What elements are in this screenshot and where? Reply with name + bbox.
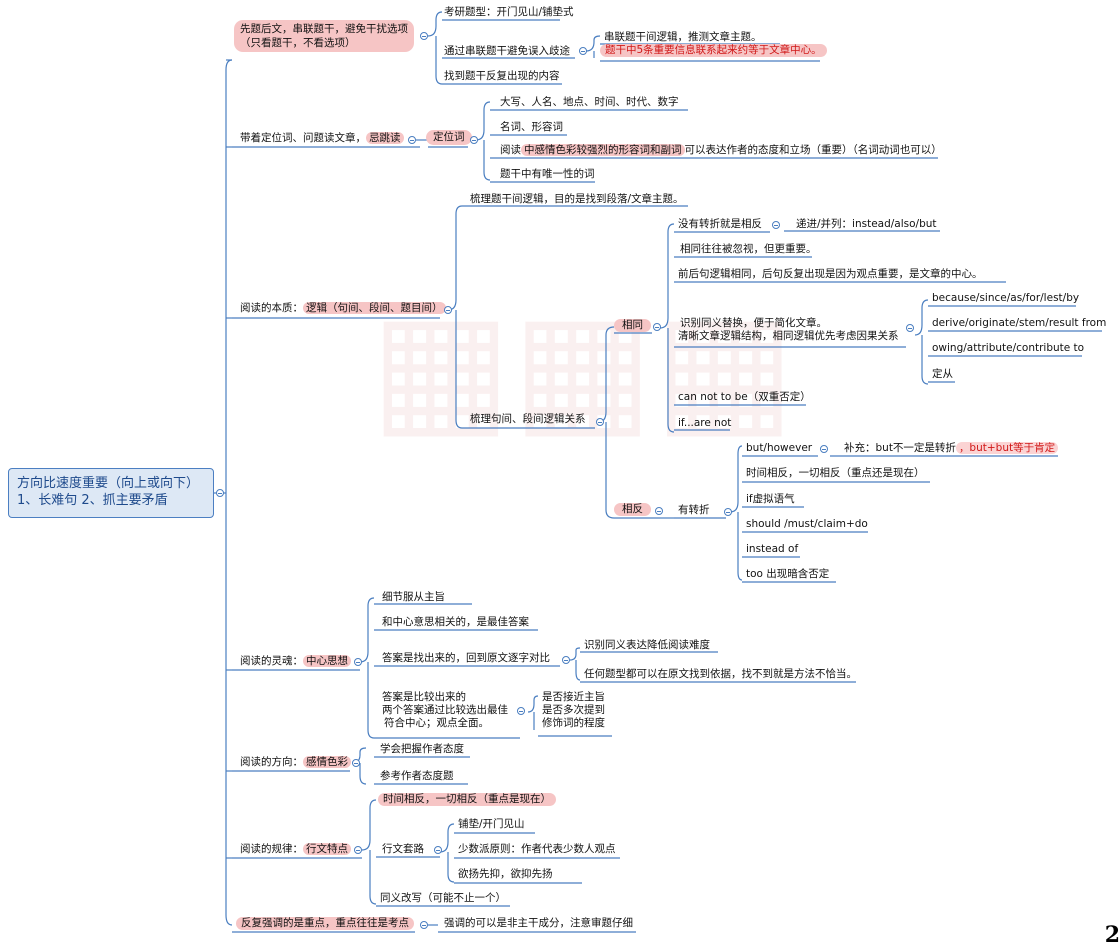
list-item: 少数派原则：作者代表少数人观点 [458, 843, 616, 855]
collapse-toggle-icon[interactable] [517, 707, 525, 715]
branch-title-emphasis[interactable]: 反复强调的是重点，重点往往是考点 [236, 917, 414, 930]
list-item: 学会把握作者态度 [380, 743, 464, 755]
list-item: if虚拟语气 [746, 493, 795, 505]
sub-item: 串联题干间逻辑，推测文章主题。 [604, 31, 762, 43]
collapse-toggle-icon[interactable] [434, 846, 442, 854]
collapse-toggle-icon[interactable] [354, 846, 362, 854]
list-item: 铺垫/开门见山 [458, 818, 525, 830]
keyword-node[interactable]: 定位词 [426, 130, 472, 145]
collapse-toggle-icon[interactable] [354, 658, 362, 666]
list-item: 细节服从主旨 [382, 591, 445, 603]
collapse-toggle-icon[interactable] [444, 306, 452, 314]
collapse-toggle-icon[interactable] [470, 136, 478, 144]
branch-title-locate[interactable]: 带着定位词、问题读文章，忌跳读 [240, 132, 404, 145]
list-item: 相同往往被忽视，但更重要。 [680, 243, 817, 255]
root-subtitle: 1、长难句 2、抓主要矛盾 [17, 493, 168, 508]
note-item: 补充：but不一定是转折，but+but等于肯定 [844, 442, 1059, 455]
collapse-toggle-icon[interactable] [724, 508, 732, 516]
list-item: 答案是比较出来的 两个答案通过比较选出最佳 符合中心；观点全面。 [382, 691, 508, 729]
branch-title-logic[interactable]: 阅读的本质：逻辑（句间、段间、题目间） [240, 302, 446, 315]
list-item: 通过串联题干避免误入歧途 [444, 45, 570, 57]
root-title: 方向比速度重要（向上或向下） [17, 476, 200, 491]
turn-node[interactable]: 有转折 [678, 504, 710, 516]
collapse-toggle-icon[interactable] [579, 47, 587, 55]
branch-title-direction[interactable]: 阅读的方向：感情色彩 [240, 756, 351, 769]
list-item: 答案是找出来的，回到原文逐字对比 [382, 652, 550, 664]
branch-title-before-text[interactable]: 先题后文，串联题干，避免干扰选项 （只看题干，不看选项） [234, 20, 414, 52]
branch-title-soul[interactable]: 阅读的灵魂：中心思想 [240, 655, 351, 668]
list-item: 清晰文章逻辑结构，相同逻辑优先考虑因果关系 [678, 330, 899, 342]
collapse-toggle-icon[interactable] [820, 445, 828, 453]
list-item: 考研题型：开门见山/铺垫式 [444, 6, 574, 18]
list-item: 和中心意思相关的，是最佳答案 [382, 616, 529, 628]
collapse-toggle-icon[interactable] [352, 759, 360, 767]
list-item: can not to be（双重否定） [678, 391, 811, 403]
page-number: 2 [1104, 922, 1120, 948]
collapse-toggle-icon[interactable] [653, 323, 661, 331]
list-item: 没有转折就是相反 [678, 218, 762, 230]
list-item: but/however [746, 442, 813, 454]
note-item: 递进/并列：instead/also/but [796, 218, 937, 230]
list-item: 识别同义替换，便于简化文章。 [680, 317, 827, 329]
list-item: 任何题型都可以在原文找到依据，找不到就是方法不恰当。 [584, 668, 857, 680]
list-item: 前后句逻辑相同，后句反复出现是因为观点重要，是文章的中心。 [678, 268, 983, 280]
list-item: 欲扬先抑，欲抑先扬 [458, 868, 553, 880]
sub-item-highlight: 题干中5条重要信息联系起来约等于文章中心。 [600, 44, 827, 57]
list-item: too 出现暗含否定 [746, 568, 830, 580]
list-item: 定从 [932, 368, 953, 380]
list-item: should /must/claim+do [746, 518, 868, 530]
list-item: 大写、人名、地点、时间、时代、数字 [500, 96, 679, 108]
list-item: 识别同义表达降低阅读难度 [584, 639, 710, 651]
list-item: 行文套路 [382, 843, 424, 855]
same-node[interactable]: 相同 [614, 319, 651, 332]
list-item: 同义改写（可能不止一个） [380, 892, 506, 904]
list-item: 时间相反，一切相反（重点还是现在） [746, 467, 925, 479]
collapse-toggle-icon[interactable] [596, 418, 604, 426]
list-item: instead of [746, 543, 799, 555]
collapse-toggle-icon[interactable] [562, 656, 570, 664]
list-item: 强调的可以是非主干成分，注意审题仔细 [444, 917, 633, 929]
list-item: derive/originate/stem/result from [932, 317, 1107, 329]
list-item: 梳理句间、段间逻辑关系 [470, 413, 586, 425]
collapse-toggle-icon[interactable] [420, 32, 428, 40]
collapse-toggle-icon[interactable] [420, 921, 428, 929]
collapse-toggle-icon[interactable] [408, 136, 416, 144]
list-item: because/since/as/for/lest/by [932, 292, 1080, 304]
list-item: 梳理题干间逻辑，目的是找到段落/文章主题。 [470, 193, 684, 205]
list-item: 参考作者态度题 [380, 770, 454, 782]
collapse-toggle-icon[interactable] [906, 324, 914, 332]
root-node[interactable]: 方向比速度重要（向上或向下） 1、长难句 2、抓主要矛盾 [8, 468, 214, 518]
list-item: 名词、形容词 [500, 121, 563, 133]
branch-title-pattern[interactable]: 阅读的规律：行文特点 [240, 843, 351, 856]
list-item: 是否接近主旨 是否多次提到 修饰词的程度 [542, 691, 605, 729]
list-item-highlight: 时间相反，一切相反（重点是现在） [378, 793, 556, 806]
list-item: owing/attribute/contribute to [932, 342, 1085, 354]
list-item: 阅读中感情色彩较强烈的形容词和副词可以表达作者的态度和立场（重要）（名词动词也可… [500, 144, 942, 156]
list-item: if...are not [678, 417, 732, 429]
collapse-toggle-icon[interactable] [216, 489, 224, 497]
list-item: 找到题干反复出现的内容 [444, 70, 560, 82]
collapse-toggle-icon[interactable] [655, 507, 663, 515]
list-item: 题干中有唯一性的词 [500, 168, 595, 180]
opposite-node[interactable]: 相反 [614, 503, 651, 516]
collapse-toggle-icon[interactable] [772, 221, 780, 229]
